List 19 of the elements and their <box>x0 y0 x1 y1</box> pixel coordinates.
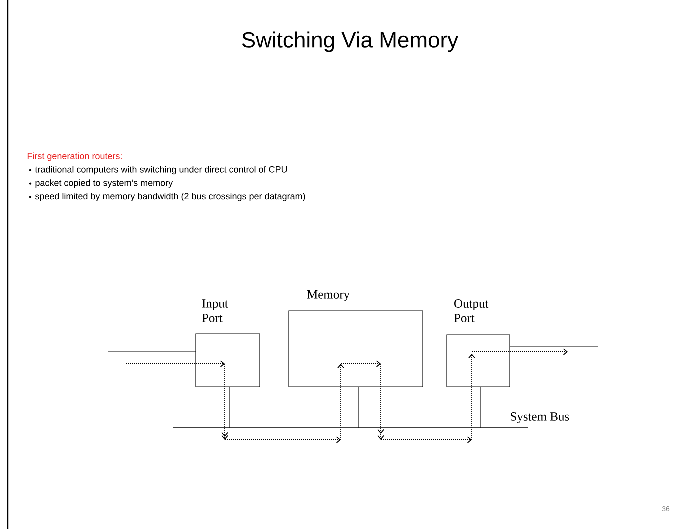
component-box: Input Port <box>196 300 260 388</box>
bullet-text: packet copied to system’s memory <box>36 180 174 188</box>
node-label: Memory <box>307 290 350 302</box>
data-path-arrow <box>222 364 344 444</box>
bullet-text: traditional computers with switching under direct control of CPU <box>35 166 288 175</box>
bullet-text: speed limited by memory bandwidth (2 bus crossings per datagram) <box>35 193 306 202</box>
component-box: Memory <box>288 290 424 388</box>
bus-label: System Bus <box>511 412 570 424</box>
data-path-arrow <box>472 348 568 356</box>
node-label: Input Port <box>202 300 228 322</box>
node-label: Output Port <box>454 300 489 322</box>
signal-line <box>510 346 598 348</box>
heading: First generation routers: <box>28 152 122 162</box>
data-path-arrow <box>126 360 225 368</box>
signal-line <box>358 386 360 428</box>
component-box: Output Port <box>446 300 510 388</box>
title: Switching Via Memory <box>242 32 459 52</box>
data-path-arrow <box>340 354 476 444</box>
signal-line <box>480 386 482 428</box>
